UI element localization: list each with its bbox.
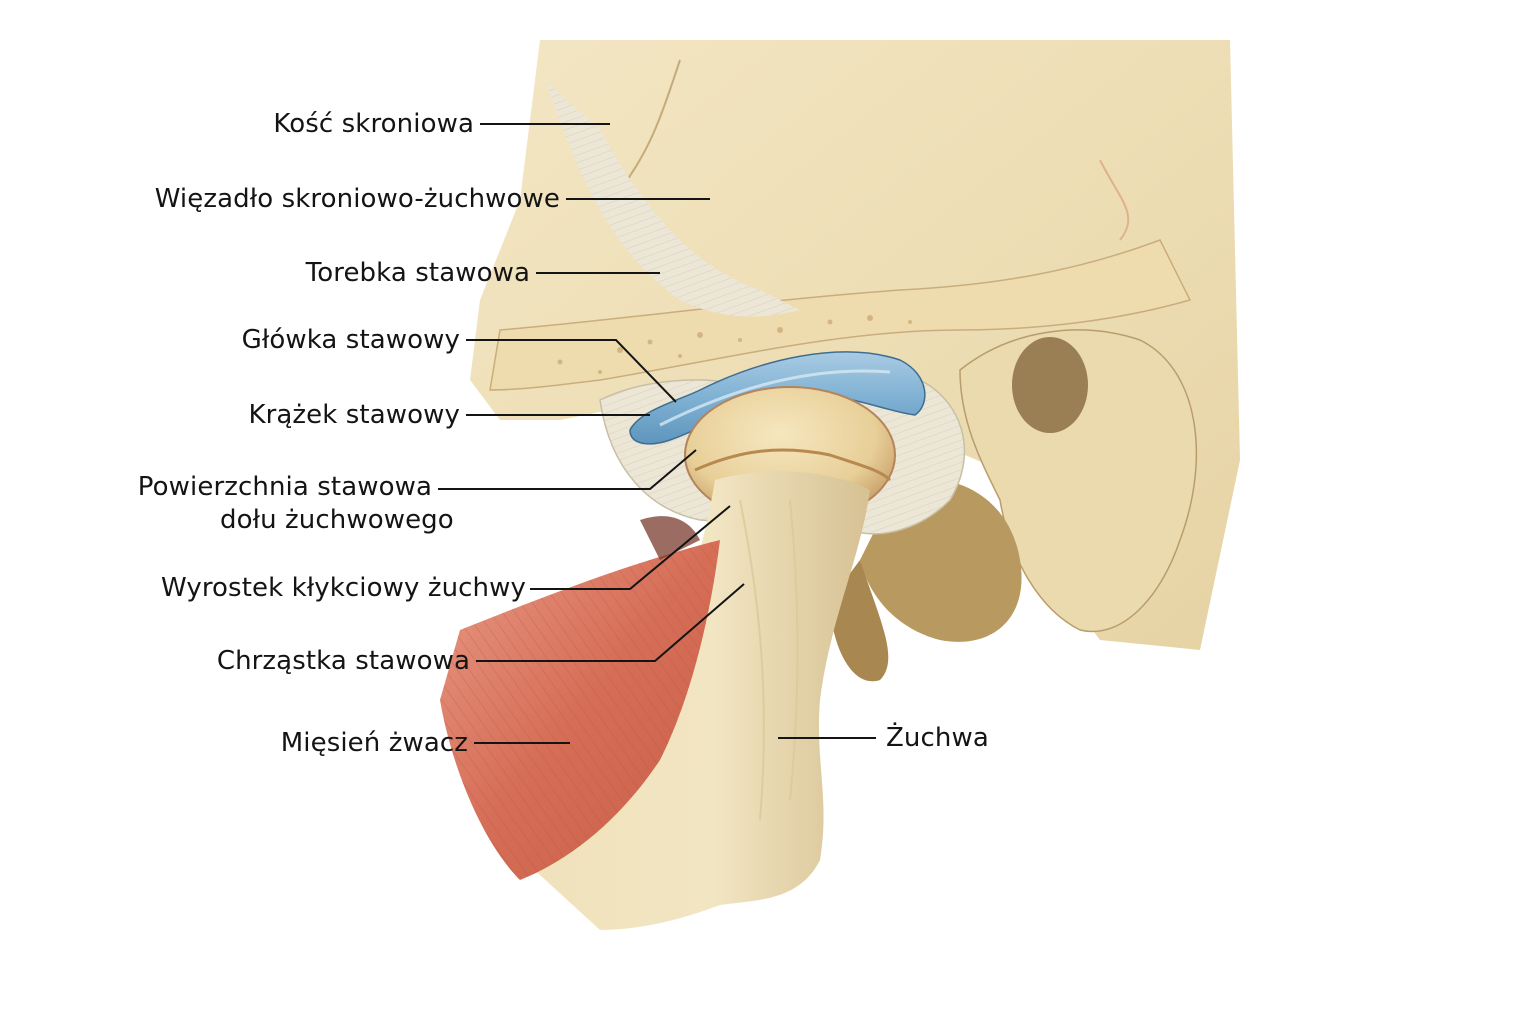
- label-glowka-stawowy: Główka stawowy: [241, 325, 460, 355]
- label-wiezadlo-skroniowo-zuchwowe: Więzadło skroniowo-żuchwowe: [154, 184, 560, 214]
- label-torebka-stawowa: Torebka stawowa: [305, 258, 530, 288]
- label-miesien-zwacz: Mięsień żwacz: [280, 728, 468, 758]
- anatomy-artwork: [440, 40, 1240, 930]
- leader-lines: [438, 123, 876, 744]
- label-chrzastka-stawowa: Chrząstka stawowa: [216, 646, 470, 676]
- label-kosc-skroniowa: Kość skroniowa: [273, 109, 474, 139]
- external-acoustic-meatus: [1012, 337, 1088, 433]
- label-powierzchnia-stawowa: Powierzchnia stawowa: [138, 470, 432, 504]
- label-powierzchnia-line1: Powierzchnia stawowa: [137, 472, 432, 502]
- label-zuchwa: Żuchwa: [886, 723, 989, 753]
- label-wyrostek-klykciowy: Wyrostek kłykciowy żuchwy: [160, 573, 526, 603]
- label-krazek-stawowy: Krążek stawowy: [248, 400, 460, 430]
- label-powierzchnia-line2: dołu żuchwowego: [220, 505, 454, 535]
